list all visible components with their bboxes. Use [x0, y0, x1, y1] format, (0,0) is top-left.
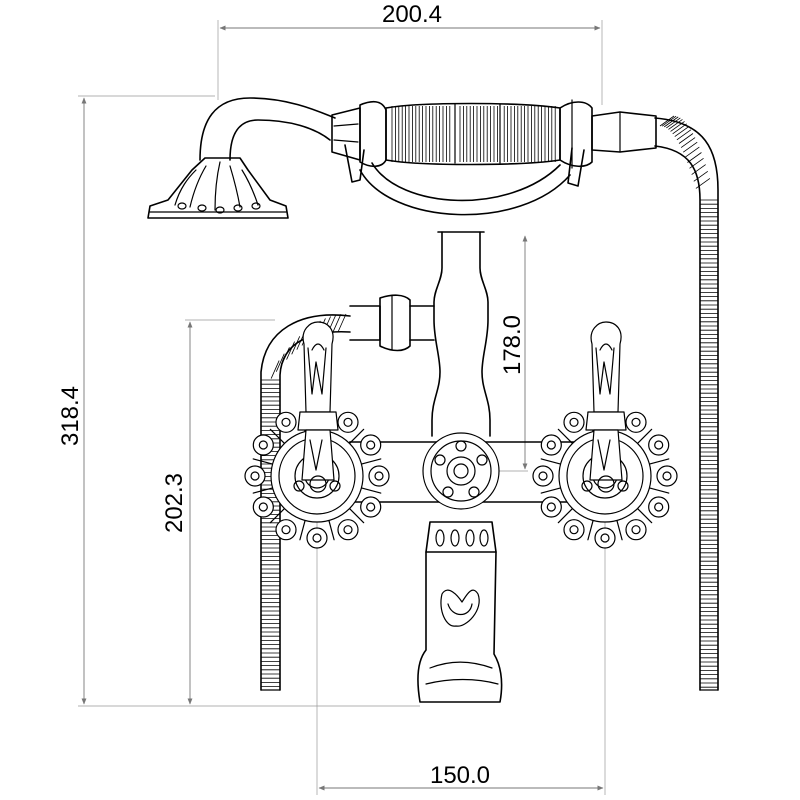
left-lever-handle [297, 321, 339, 493]
right-hose [654, 115, 719, 691]
right-hose-ribs [659, 115, 718, 688]
dim-label-spout-height: 202.3 [161, 473, 188, 533]
dim-label-top-width: 200.4 [382, 1, 442, 28]
dimension-center-spacing: 150.0 [316, 520, 606, 795]
dimension-top-width: 200.4 [217, 1, 603, 105]
dim-label-center-spacing: 150.0 [430, 762, 490, 789]
dimension-riser-height: 178.0 [495, 235, 528, 472]
riser-column [349, 231, 491, 437]
dimension-spout-height: 202.3 [161, 319, 275, 705]
dim-label-total-height: 318.4 [57, 386, 84, 446]
right-lever-handle [585, 321, 627, 493]
dim-label-riser-height: 178.0 [499, 315, 526, 375]
tub-spout [417, 521, 503, 703]
handle-ribs [391, 106, 556, 162]
handshower [147, 97, 657, 219]
dimension-total-height: 318.4 [57, 95, 420, 707]
center-diverter [422, 432, 500, 510]
